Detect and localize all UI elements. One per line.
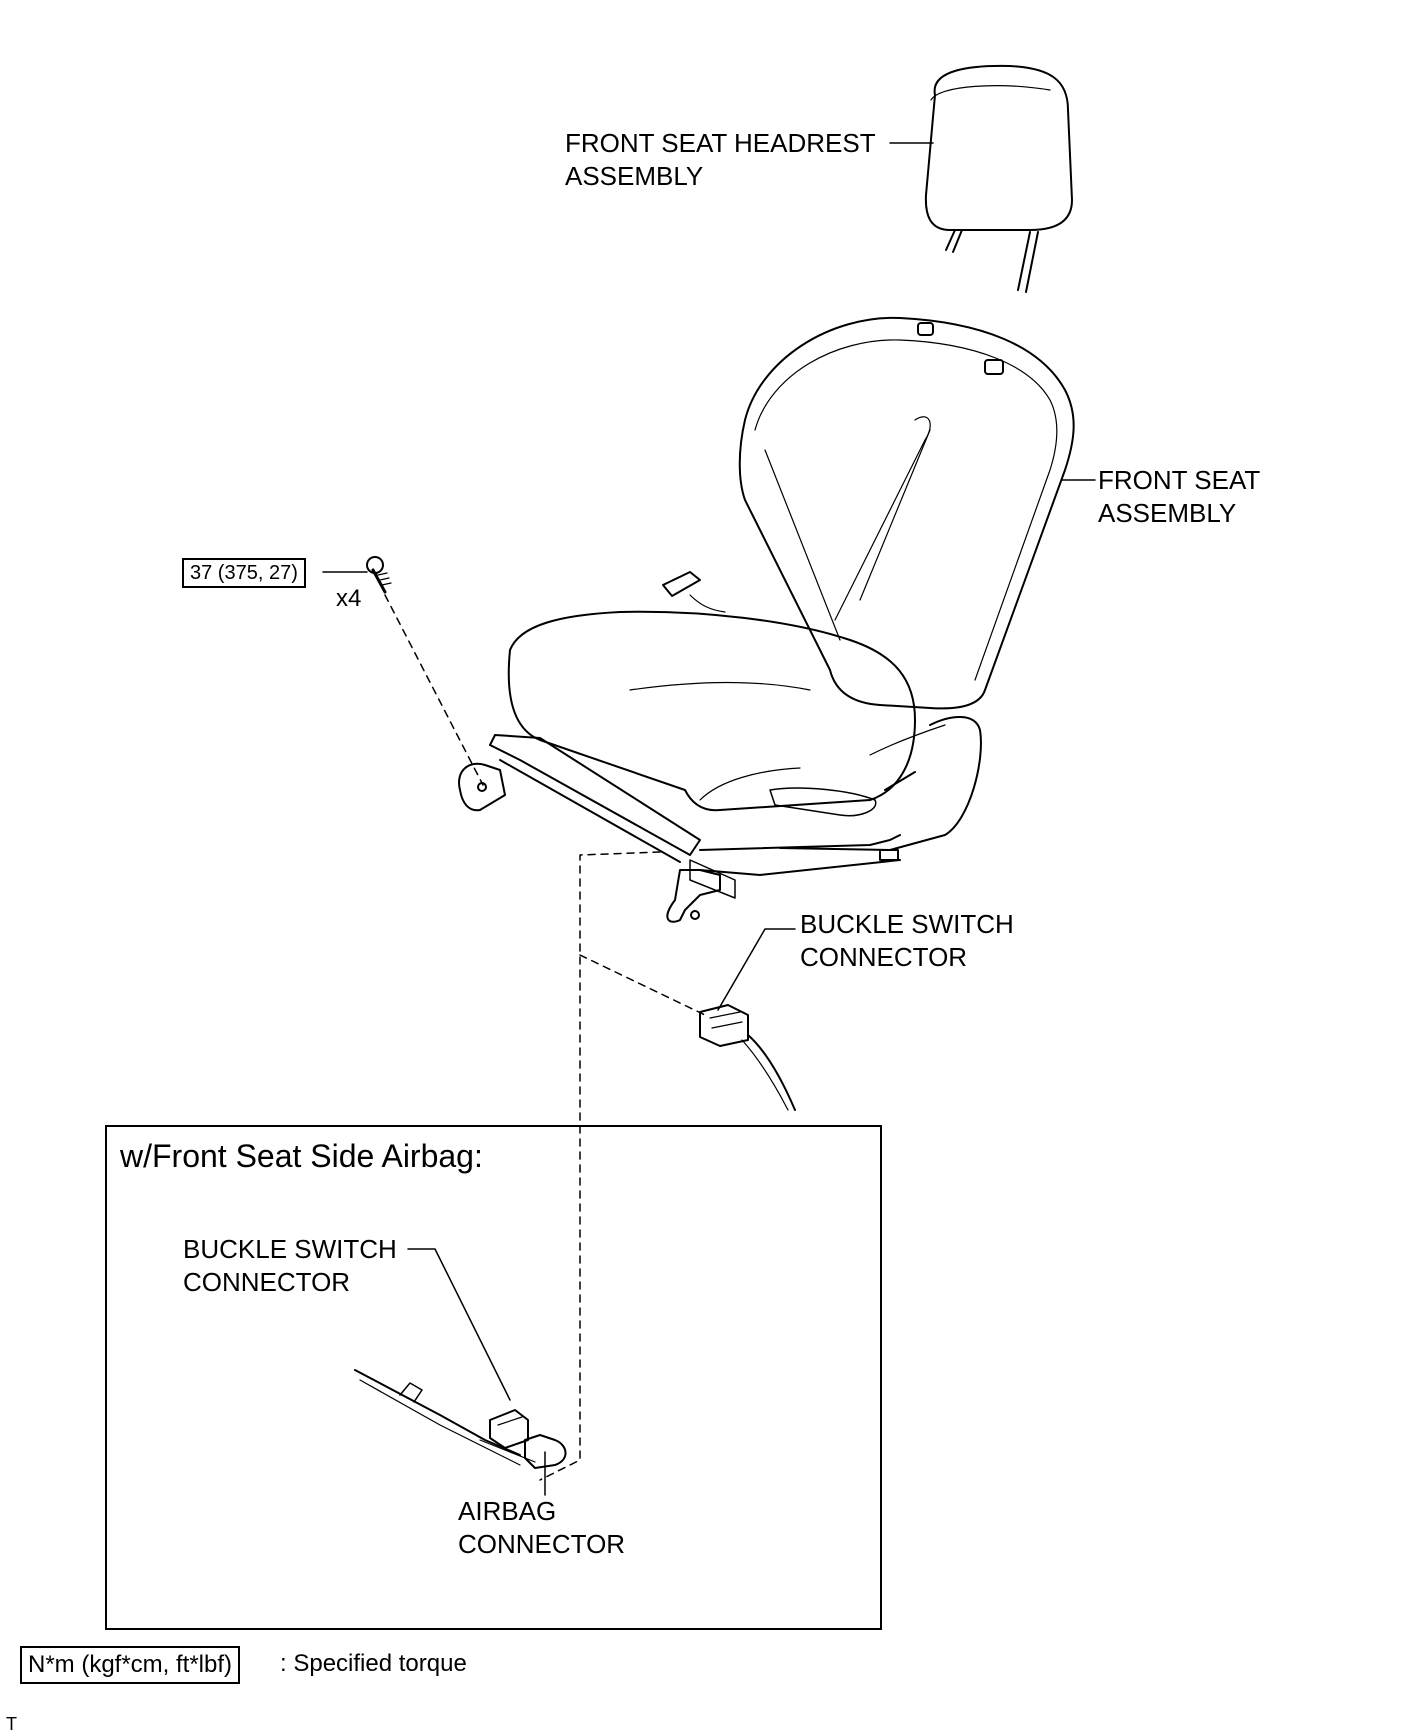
corner-mark: T <box>6 1714 17 1734</box>
airbag-label-line2: CONNECTOR <box>458 1529 626 1559</box>
headrest-label: FRONT SEAT HEADREST ASSEMBLY <box>565 127 876 193</box>
inset-buckle-label-line1: BUCKLE SWITCH <box>183 1234 397 1264</box>
torque-value-box: 37 (375, 27) <box>182 558 306 588</box>
seat-label: FRONT SEAT ASSEMBLY <box>1098 464 1260 530</box>
airbag-label-line1: AIRBAG <box>458 1496 557 1526</box>
airbag-connector-label: AIRBAG CONNECTOR <box>458 1495 625 1561</box>
buckle-switch-label-line2: CONNECTOR <box>800 942 968 972</box>
bolt-icon <box>366 556 392 594</box>
seat-label-line1: FRONT SEAT <box>1098 465 1261 495</box>
bolt-quantity: x4 <box>336 585 362 612</box>
seat-belt-buckle-drawing <box>662 571 726 613</box>
side-airbag-inset <box>105 1125 882 1630</box>
seat-cushion-drawing <box>507 610 946 812</box>
headrest-label-line1: FRONT SEAT HEADREST <box>565 128 876 158</box>
side-cover-drawing <box>769 716 982 851</box>
seat-label-line2: ASSEMBLY <box>1098 498 1237 528</box>
headrest-drawing <box>924 64 1073 293</box>
inset-buckle-switch-label: BUCKLE SWITCH CONNECTOR <box>183 1233 397 1299</box>
inset-wiring-drawing <box>354 1369 567 1469</box>
inset-title: w/Front Seat Side Airbag: <box>120 1138 483 1174</box>
buckle-switch-label: BUCKLE SWITCH CONNECTOR <box>800 908 1014 974</box>
legend-unit-box: N*m (kgf*cm, ft*lbf) <box>20 1646 241 1684</box>
buckle-switch-connector-drawing <box>699 1004 796 1111</box>
inset-buckle-label-line2: CONNECTOR <box>183 1267 351 1297</box>
buckle-switch-label-line1: BUCKLE SWITCH <box>800 909 1014 939</box>
headrest-label-line2: ASSEMBLY <box>565 161 704 191</box>
seat-rails-drawing <box>458 734 901 923</box>
dashed-guide-lines <box>384 594 706 1481</box>
seat-back-drawing <box>738 316 1075 710</box>
leader-lines <box>322 142 1096 1496</box>
legend-text: : Specified torque <box>280 1650 467 1677</box>
